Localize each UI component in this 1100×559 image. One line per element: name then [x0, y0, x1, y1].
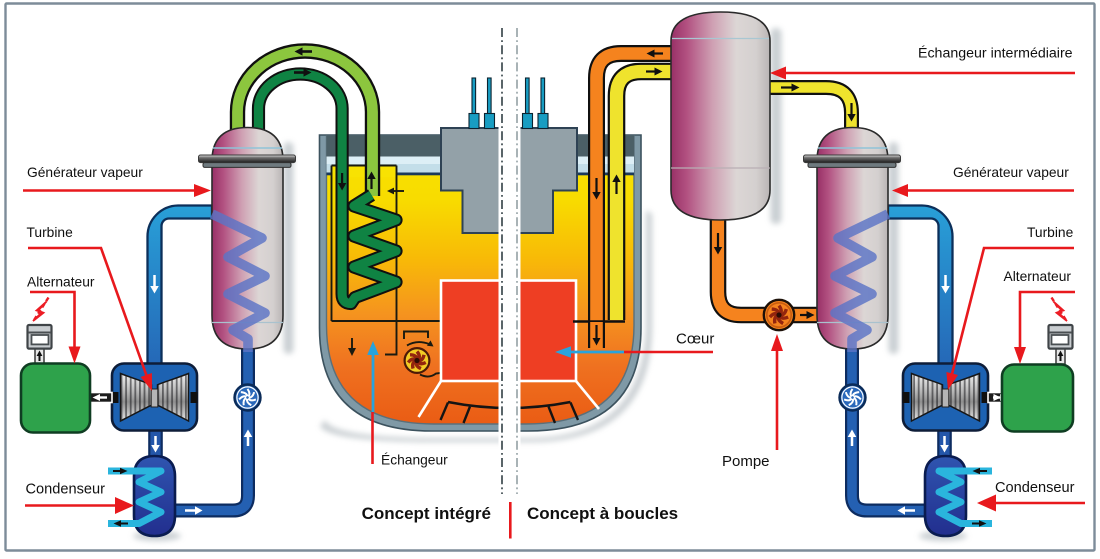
- svg-text:Condenseur: Condenseur: [995, 480, 1075, 496]
- svg-text:Échangeur: Échangeur: [381, 452, 448, 468]
- svg-text:Échangeur intermédiaire: Échangeur intermédiaire: [918, 45, 1073, 62]
- svg-text:Concept intégré: Concept intégré: [362, 504, 491, 523]
- svg-text:Pompe: Pompe: [722, 453, 770, 470]
- svg-text:Cœur: Cœur: [676, 331, 714, 348]
- svg-text:Turbine: Turbine: [27, 225, 74, 240]
- svg-text:Concept à boucles: Concept à boucles: [527, 504, 678, 523]
- svg-text:Alternateur: Alternateur: [27, 275, 95, 290]
- svg-text:Alternateur: Alternateur: [1004, 269, 1072, 284]
- svg-text:Générateur vapeur: Générateur vapeur: [953, 165, 1069, 180]
- svg-text:Générateur vapeur: Générateur vapeur: [27, 165, 143, 180]
- svg-text:Turbine: Turbine: [1027, 225, 1074, 240]
- svg-text:Condenseur: Condenseur: [26, 482, 106, 498]
